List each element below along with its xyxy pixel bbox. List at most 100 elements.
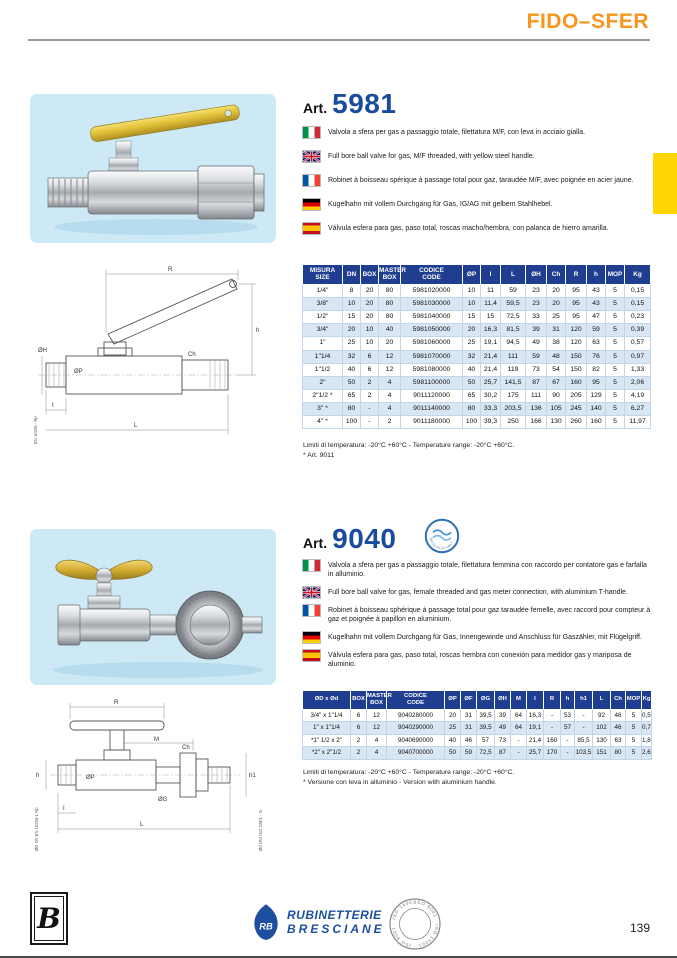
- art-number: 5981: [332, 88, 397, 119]
- table-cell: 4: [366, 746, 387, 760]
- description-list-9040: Valvola a sfera per gas a passaggio tota…: [302, 559, 652, 677]
- table-cell: 6: [360, 362, 379, 377]
- table-cell: 80: [610, 746, 626, 760]
- table-cell: 160: [565, 375, 587, 390]
- thread-standard-label-2: Ød UNI ISO 228/1 - G: [258, 810, 263, 851]
- column-header: MOP: [605, 264, 625, 285]
- table-cell: -: [510, 746, 527, 760]
- table-cell: 260: [565, 415, 587, 430]
- table-cell: 16,3: [526, 708, 544, 723]
- table-cell: 57: [476, 733, 495, 748]
- table-cell: 10: [360, 323, 379, 338]
- table-cell: 59: [586, 323, 606, 338]
- table-cell: 82: [586, 362, 606, 377]
- description-text: Válvula esfera para gas, paso total, ros…: [328, 651, 632, 669]
- table-cell: 9011120000: [400, 388, 463, 404]
- table-cell: 21,4: [480, 362, 501, 377]
- table-cell: 21,4: [480, 349, 501, 364]
- description-item: Robinet à boisseau sphérique à passage t…: [302, 603, 652, 625]
- flag-uk-icon: [302, 150, 321, 163]
- column-header: DN: [342, 264, 361, 285]
- table-cell: 250: [500, 415, 526, 430]
- dim-label-m: M: [154, 737, 159, 743]
- table-cell: -: [560, 746, 575, 760]
- table-cell: 5: [605, 415, 625, 430]
- table-cell: 9040280000: [386, 708, 445, 723]
- page-title: FIDO–SFER: [526, 10, 649, 33]
- table-cell: 5: [605, 296, 625, 312]
- column-header: Ch: [546, 264, 566, 285]
- table-cell: 95: [565, 296, 587, 312]
- table-cell: 25: [546, 310, 566, 325]
- table-cell: 5: [625, 733, 642, 748]
- table-cell: 59: [500, 283, 526, 298]
- table-cell: 39,5: [476, 721, 495, 735]
- table-cell: 3/4" x 1"1/4: [302, 708, 351, 723]
- table-cell: 203,5: [500, 402, 526, 417]
- table-cell: 25: [462, 336, 481, 351]
- table-cell: 48: [546, 349, 566, 364]
- table-cell: 31: [546, 323, 566, 338]
- table-cell: 1/4": [302, 283, 343, 298]
- column-header: I: [480, 264, 501, 285]
- flag-italy-icon: [302, 126, 321, 139]
- table-cell: 23: [525, 283, 547, 298]
- table-cell: 73: [525, 362, 547, 377]
- table-cell: 5981070000: [400, 349, 463, 364]
- art-number: 9040: [332, 523, 397, 554]
- table-cell: 0,15: [624, 296, 651, 312]
- brand-name-line2: BRESCIANE: [287, 922, 385, 936]
- table-cell: 119: [500, 362, 526, 377]
- table-cell: 160: [586, 415, 606, 430]
- table-cell: 38: [546, 336, 566, 351]
- column-header: Kg: [641, 690, 652, 710]
- description-text: Válvula esfera para gas, paso total, ros…: [328, 225, 609, 232]
- table-cell: 11: [480, 283, 501, 298]
- table-cell: 20: [546, 296, 566, 312]
- table-cell: 5: [605, 402, 625, 417]
- table-cell: 9040290000: [386, 721, 445, 735]
- table-cell: 5: [625, 708, 642, 723]
- table-cell: 59,5: [500, 296, 526, 312]
- table-cell: 5: [625, 721, 642, 735]
- table-cell: 9011140000: [400, 402, 463, 417]
- table-cell: 16,3: [480, 323, 501, 338]
- table-cell: 76: [586, 349, 606, 364]
- table-cell: 85,5: [574, 733, 593, 748]
- description-item: Valvola a sfera per gas a passaggio tota…: [302, 559, 652, 580]
- column-header: ØF: [460, 690, 477, 710]
- table-cell: 33: [525, 310, 547, 325]
- column-header: I: [526, 690, 544, 710]
- dim-label-h1: h1: [249, 773, 256, 779]
- multiutility-badge-icon: MULTIUTILITY ONLY: [424, 518, 460, 554]
- table-cell: 0,50: [641, 708, 652, 723]
- table-cell: 64: [510, 708, 527, 723]
- description-text: Full bore ball valve for gas, female thr…: [328, 588, 628, 596]
- table-cell: 20: [360, 310, 379, 325]
- flag-spain-icon: [302, 222, 321, 235]
- column-header: BOX: [350, 690, 367, 710]
- dim-label-i: I: [52, 403, 54, 409]
- table-cell: 46: [460, 733, 477, 748]
- table-cell: 32: [342, 349, 361, 364]
- table-cell: 19,1: [526, 721, 544, 735]
- table-cell: 43: [586, 283, 606, 298]
- table-cell: 2: [350, 733, 367, 748]
- table-cell: 2: [360, 388, 379, 404]
- table-cell: 175: [500, 388, 526, 404]
- product-photo-box-5981: [30, 94, 276, 243]
- table-cell: 53: [560, 708, 575, 723]
- column-header: R: [543, 690, 561, 710]
- table-cell: -: [574, 721, 593, 735]
- article-title-5981: Art. 5981: [303, 88, 396, 120]
- table-cell: 94,5: [500, 336, 526, 351]
- column-header: L: [500, 264, 526, 285]
